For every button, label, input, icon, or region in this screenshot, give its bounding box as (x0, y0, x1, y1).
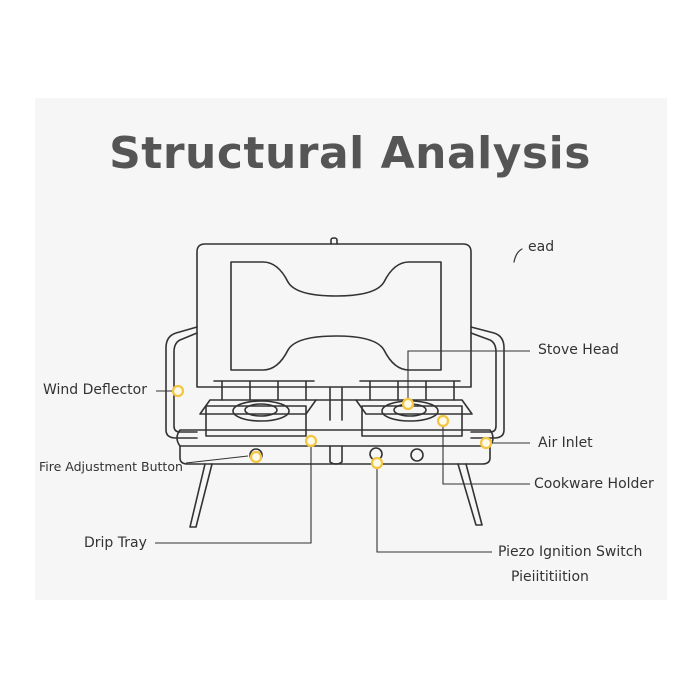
label-cookware-holder: Cookware Holder (534, 476, 654, 492)
leader-cookware-holder (442, 421, 530, 485)
stove-body-top (176, 429, 494, 447)
diagram-background (35, 98, 667, 600)
leader-fire-adjustment (185, 455, 249, 464)
label-fire-adjustment-button: Fire Adjustment Button (39, 459, 183, 474)
label-piezo-fragment: Pieiititiition (511, 569, 589, 585)
page-title: Structural Analysis (109, 128, 591, 179)
marker-piezo-ignition (370, 456, 384, 470)
label-piezo-ignition-switch: Piezo Ignition Switch (498, 544, 643, 560)
lid-inner-panel (230, 261, 442, 371)
marker-fire-adjustment (249, 450, 263, 464)
label-drip-tray: Drip Tray (84, 535, 147, 551)
marker-stove-head (401, 397, 415, 411)
right-wind-deflector (470, 326, 505, 439)
left-wind-deflector (165, 326, 198, 439)
left-leg (189, 463, 213, 528)
label-wind-deflector: Wind Deflector (43, 382, 147, 398)
right-leg (457, 463, 483, 526)
leader-stove-head (407, 350, 530, 404)
right-grate (355, 399, 473, 415)
ignition-button (410, 448, 424, 462)
marker-cookware-holder (436, 414, 450, 428)
right-burner-tray (361, 405, 463, 437)
marker-drip-tray (304, 434, 318, 448)
label-head-fragment: ead (528, 239, 555, 255)
marker-wind-deflector (171, 384, 185, 398)
leader-piezo-ignition (376, 463, 492, 553)
left-grate (199, 399, 317, 415)
label-stove-head: Stove Head (538, 342, 619, 358)
center-handle (329, 387, 343, 421)
label-air-inlet: Air Inlet (538, 435, 593, 451)
marker-air-inlet (479, 436, 493, 450)
lid-outline (196, 243, 472, 388)
leader-drip-tray (155, 441, 312, 544)
left-burner (232, 400, 290, 422)
